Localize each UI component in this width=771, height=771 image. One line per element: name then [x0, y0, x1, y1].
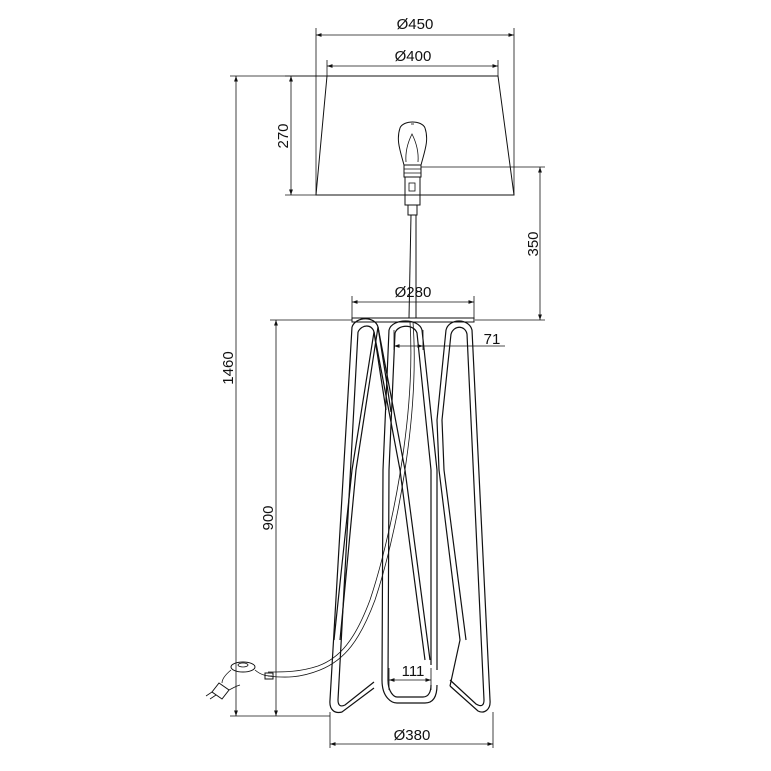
dim-top-plate-diameter: Ø280	[351, 284, 475, 318]
lamp-socket	[404, 176, 421, 216]
leg-tube-width-label: 71	[484, 331, 501, 348]
dim-total-height: 1460	[220, 75, 330, 717]
dim-shade-outer-diameter: Ø450	[315, 16, 515, 195]
dim-shade-inner-diameter: Ø400	[326, 48, 499, 76]
shade-inner-diameter-label: Ø400	[395, 48, 432, 65]
base-height-label: 900	[260, 505, 277, 530]
dim-shade-height: 270	[275, 75, 327, 196]
dim-stem-height: 350	[421, 166, 545, 321]
dim-leg-tube-width: 71	[393, 330, 505, 350]
shade-height-label: 270	[275, 123, 292, 148]
dim-base-diameter: Ø380	[329, 712, 494, 748]
stem-height-label: 350	[525, 231, 542, 256]
top-plate-diameter-label: Ø280	[395, 284, 432, 301]
leg-inner-gap-label: 111	[402, 663, 425, 680]
power-cord	[267, 321, 415, 678]
total-height-label: 1460	[220, 351, 237, 384]
shade-outer-diameter-label: Ø450	[397, 16, 434, 33]
power-plug	[205, 682, 241, 700]
dim-base-height: 900	[260, 319, 352, 716]
light-bulb	[397, 121, 428, 178]
hairpin-legs	[329, 318, 491, 714]
foot-switch	[221, 661, 274, 684]
base-diameter-label: Ø380	[394, 727, 431, 744]
dim-leg-inner-gap: 111	[388, 663, 432, 690]
lamp-stem	[408, 214, 417, 319]
